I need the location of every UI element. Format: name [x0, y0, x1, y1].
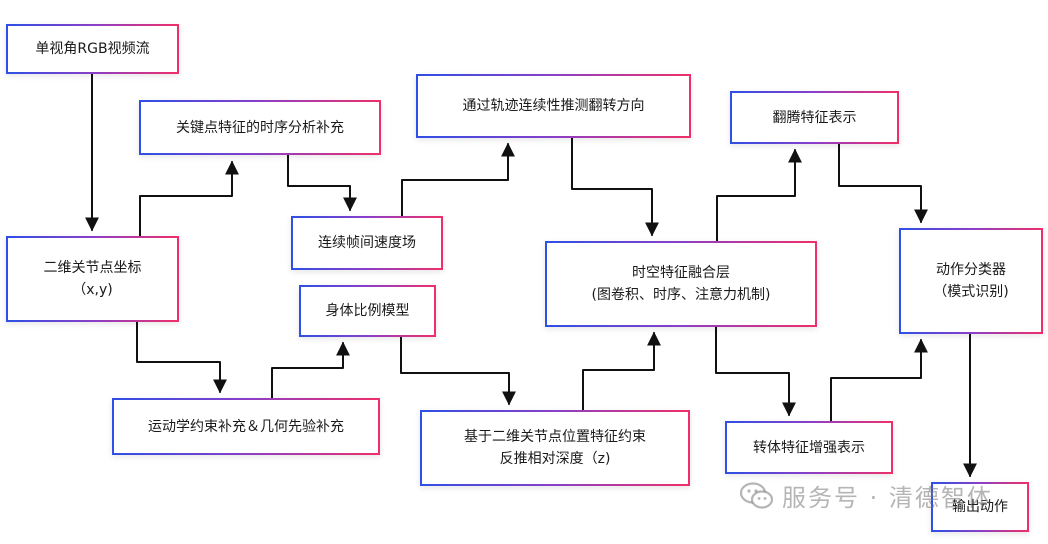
- node-temporal-analysis-label: 关键点特征的时序分析补充: [176, 119, 344, 136]
- node-twist-features-label: 转体特征增强表示: [753, 439, 865, 456]
- node-rgb-video: 单视角RGB视频流: [6, 24, 179, 74]
- node-depth-estimation: 基于二维关节点位置特征约束 反推相对深度（z): [420, 410, 690, 486]
- arrow-trajectory-to-fusion: [571, 137, 659, 237]
- node-velocity-field-label: 连续帧间速度场: [318, 235, 416, 251]
- node-2d-coords-line1: 二维关节点坐标: [43, 260, 142, 276]
- arrow-temporal-to-velocity: [287, 154, 357, 212]
- node-output-action: 输出动作: [931, 482, 1029, 532]
- node-kinematic-constraint-label: 运动学约束补充＆几何先验补充: [148, 418, 344, 435]
- node-depth-estimation-line1: 基于二维关节点位置特征约束: [464, 429, 646, 445]
- node-action-classifier: 动作分类器 （模式识别): [899, 228, 1043, 334]
- arrow-kinematic-to-proportion: [271, 341, 350, 399]
- node-2d-coords-line2: （x,y): [72, 282, 113, 298]
- arrow-fusion-to-flip: [716, 148, 802, 242]
- arrow-fusion-to-twist: [715, 326, 796, 417]
- arrow-depth-to-fusion: [582, 331, 661, 411]
- arrow-flip-to-classifier: [838, 143, 928, 224]
- arrow-twist-to-classifier: [830, 338, 928, 422]
- node-action-classifier-line1: 动作分类器: [936, 262, 1006, 278]
- arrow-coords-to-kinematic: [136, 321, 227, 394]
- arrow-velocity-to-trajectory: [401, 142, 515, 217]
- node-2d-coords: 二维关节点坐标 （x,y): [6, 236, 179, 322]
- node-fusion-layer-line2: (图卷积、时序、注意力机制): [591, 287, 771, 303]
- node-temporal-analysis: 关键点特征的时序分析补充: [139, 100, 381, 155]
- arrow-proportion-to-depth: [400, 336, 516, 406]
- node-fusion-layer-line1: 时空特征融合层: [632, 265, 730, 281]
- node-twist-features: 转体特征增强表示: [725, 421, 893, 474]
- node-kinematic-constraint: 运动学约束补充＆几何先验补充: [112, 398, 380, 455]
- node-velocity-field: 连续帧间速度场: [291, 216, 443, 270]
- arrow-coords-to-temporal: [139, 160, 239, 237]
- node-body-proportion: 身体比例模型: [299, 285, 436, 337]
- node-fusion-layer: 时空特征融合层 (图卷积、时序、注意力机制): [545, 241, 817, 327]
- node-depth-estimation-line2: 反推相对深度（z): [499, 451, 611, 467]
- node-action-classifier-line2: （模式识别): [933, 284, 1009, 300]
- node-output-action-label: 输出动作: [952, 499, 1008, 515]
- node-flip-features: 翻腾特征表示: [730, 91, 899, 144]
- node-rgb-video-label: 单视角RGB视频流: [35, 41, 150, 57]
- node-trajectory-flip: 通过轨迹连续性推测翻转方向: [416, 74, 691, 138]
- node-flip-features-label: 翻腾特征表示: [772, 109, 857, 126]
- node-trajectory-flip-label: 通过轨迹连续性推测翻转方向: [462, 98, 645, 114]
- node-body-proportion-label: 身体比例模型: [325, 303, 410, 319]
